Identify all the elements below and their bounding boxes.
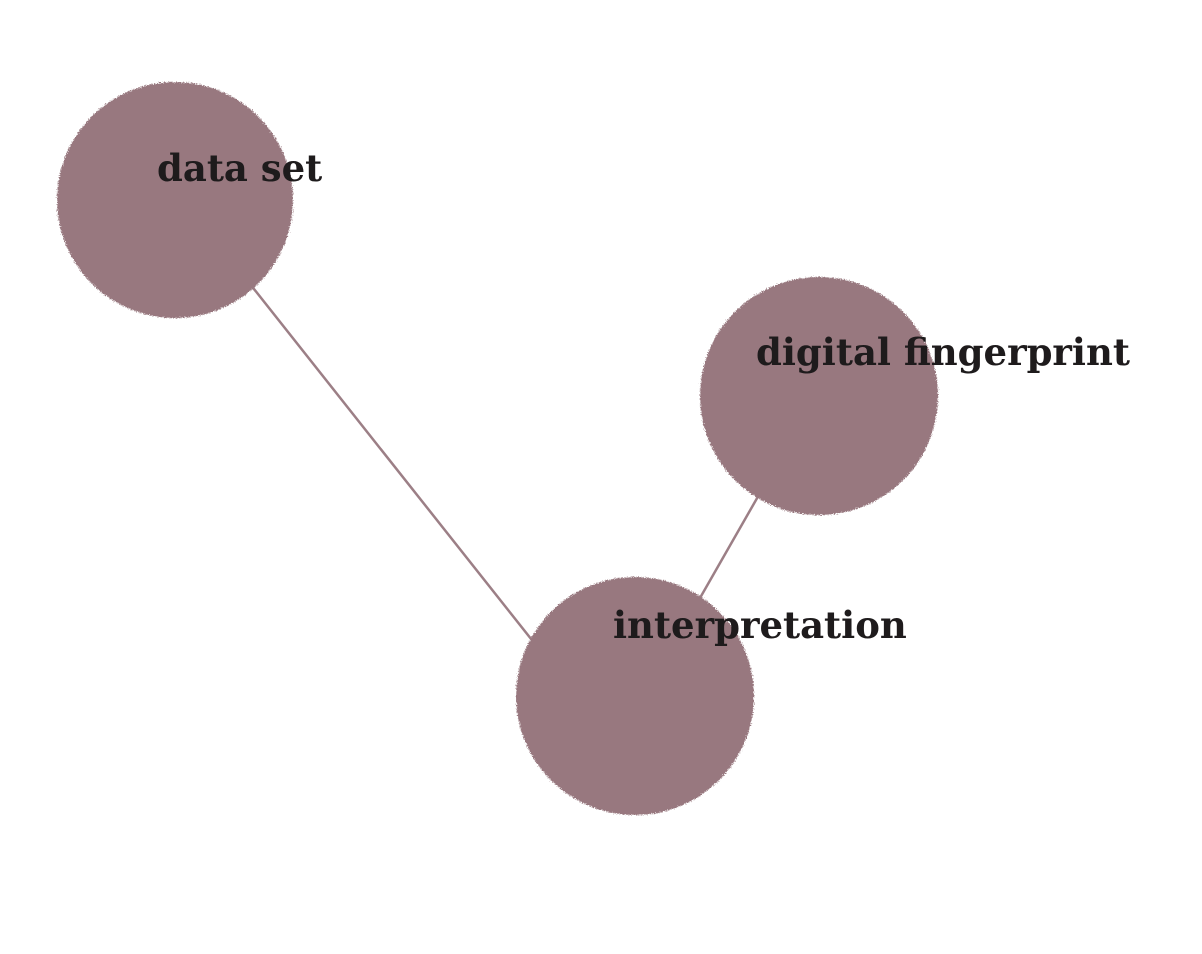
node-interpretation-label: interpretation [613, 603, 907, 647]
edge-digital-fingerprint-interpretation [698, 491, 762, 600]
edges-layer [210, 234, 762, 675]
nodes-layer: data set digital fingerprint interpretat… [57, 82, 1130, 815]
node-data-set-circle[interactable] [57, 82, 293, 318]
node-data-set[interactable]: data set [57, 82, 322, 318]
edge-data-set-interpretation [210, 234, 560, 675]
node-interpretation-circle[interactable] [516, 577, 754, 815]
node-digital-fingerprint-circle[interactable] [700, 277, 938, 515]
node-interpretation[interactable]: interpretation [516, 577, 907, 815]
node-data-set-label: data set [157, 146, 322, 190]
node-digital-fingerprint[interactable]: digital fingerprint [700, 277, 1130, 515]
node-digital-fingerprint-label: digital fingerprint [756, 330, 1130, 374]
